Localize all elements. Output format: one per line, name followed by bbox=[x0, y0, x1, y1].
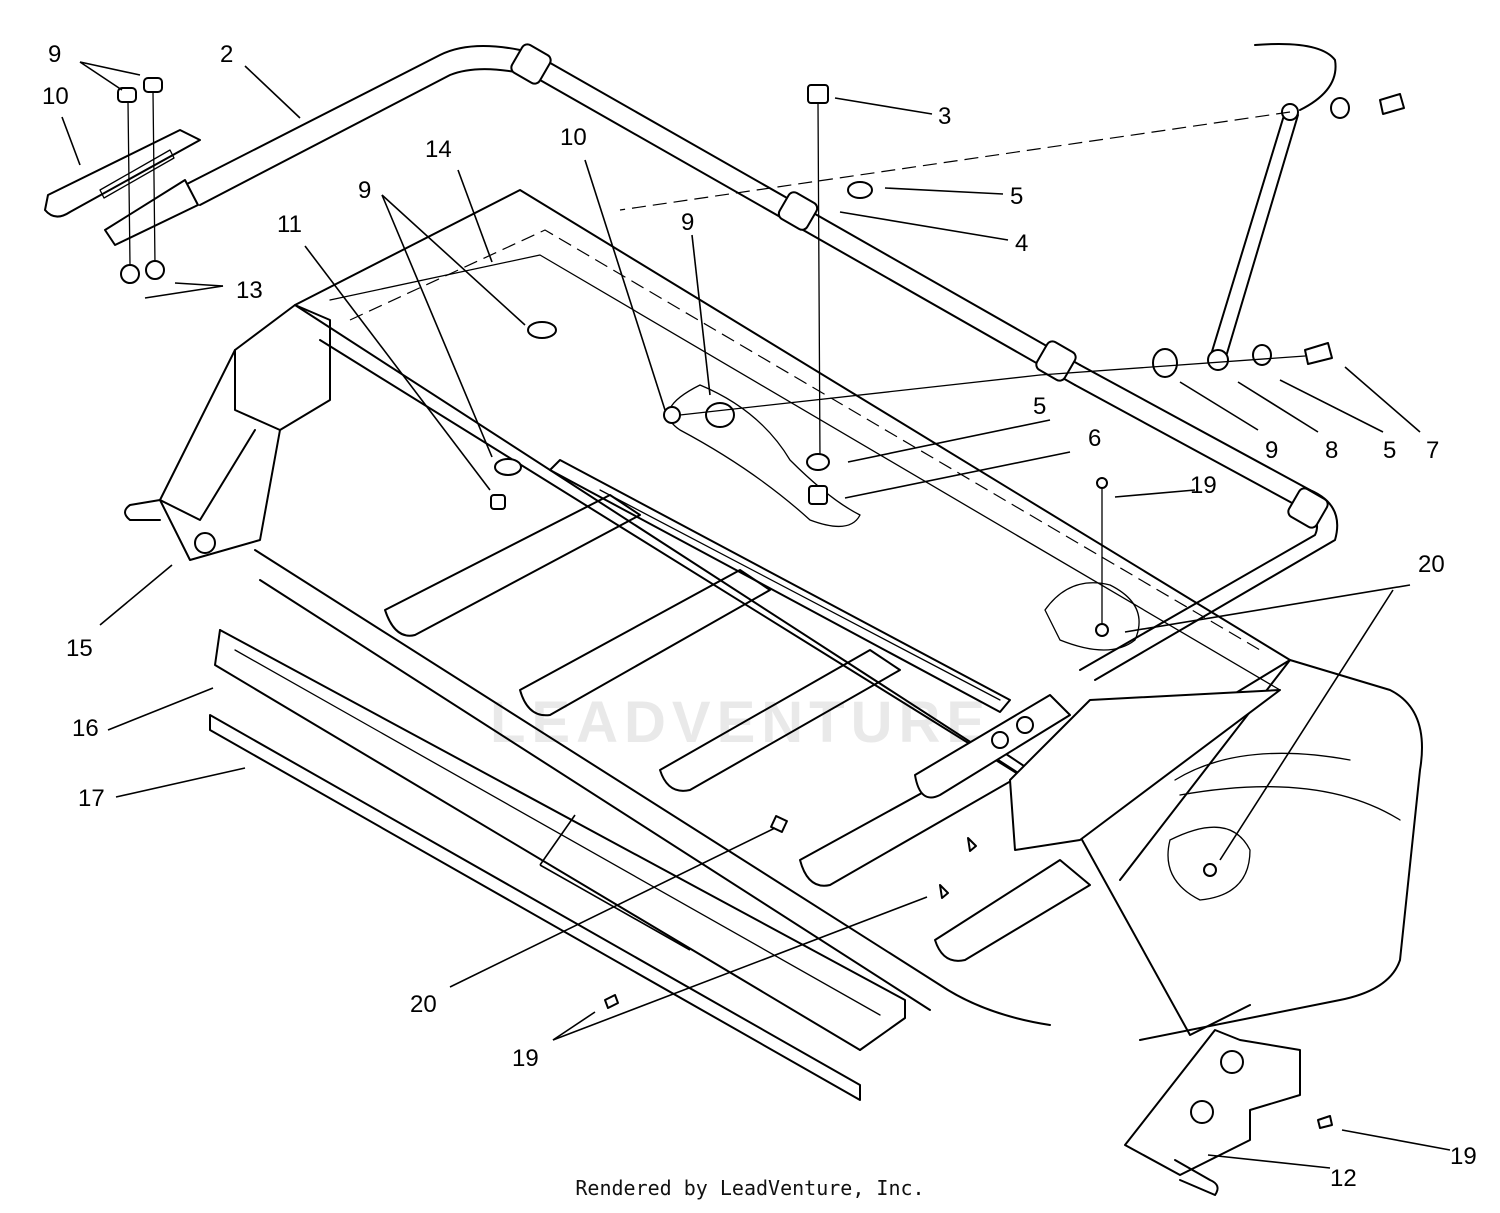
callout-20-right: 20 bbox=[1418, 551, 1445, 578]
callout-13: 13 bbox=[236, 277, 263, 304]
callout-5-middle: 5 bbox=[1033, 393, 1046, 420]
handle-bar-part bbox=[104, 43, 1339, 681]
callout-12: 9 bbox=[48, 41, 61, 68]
callout-7: 7 bbox=[1426, 437, 1439, 464]
callout-15: 12 bbox=[1330, 1165, 1357, 1192]
left-deck-hardware bbox=[490, 321, 557, 510]
right-mount-bracket bbox=[914, 689, 1281, 851]
callout-3: 3 bbox=[938, 103, 951, 130]
bolt-hole-markers bbox=[604, 477, 1333, 1129]
callout-19-right: 19 bbox=[1450, 1143, 1477, 1170]
callout-8: 8 bbox=[1325, 437, 1338, 464]
center-bolt-stack bbox=[663, 84, 1041, 527]
right-support-part bbox=[1124, 1029, 1301, 1196]
callout-5-right: 5 bbox=[1383, 437, 1396, 464]
callout-5-top: 5 bbox=[1010, 183, 1023, 210]
front-strip-parts bbox=[209, 629, 906, 1101]
callout-labels: 9 10 2 3 14 10 5 9 11 9 4 13 5 6 9 8 5 7… bbox=[42, 41, 1477, 1192]
render-credit: Rendered by LeadVenture, Inc. bbox=[575, 1176, 925, 1200]
callout-20-left: 20 bbox=[410, 991, 437, 1018]
arm-hardware bbox=[1039, 342, 1333, 378]
watermark-text: LEADVENTURE bbox=[490, 690, 991, 755]
callout-10-right: 10 bbox=[560, 124, 587, 151]
callout-9-center: 9 bbox=[681, 209, 694, 236]
callout-6: 6 bbox=[1088, 425, 1101, 452]
deck-body bbox=[124, 189, 1423, 1041]
callout-9-right: 9 bbox=[1265, 437, 1278, 464]
callout-17: 16 bbox=[72, 715, 99, 742]
callout-11: 10 bbox=[42, 83, 69, 110]
callout-18: 17 bbox=[78, 785, 105, 812]
callout-16: 15 bbox=[66, 635, 93, 662]
left-bracket-part bbox=[44, 77, 201, 284]
callout-14: 14 bbox=[425, 136, 452, 163]
lift-arm-part bbox=[619, 43, 1405, 371]
callout-19-top: 19 bbox=[1190, 472, 1217, 499]
callout-2: 2 bbox=[220, 41, 233, 68]
callout-4: 4 bbox=[1015, 230, 1028, 257]
leader-lines bbox=[61, 61, 1451, 1169]
callout-19-bottom: 19 bbox=[512, 1045, 539, 1072]
callout-9-left: 9 bbox=[358, 177, 371, 204]
callout-10-left: 11 bbox=[277, 211, 302, 238]
